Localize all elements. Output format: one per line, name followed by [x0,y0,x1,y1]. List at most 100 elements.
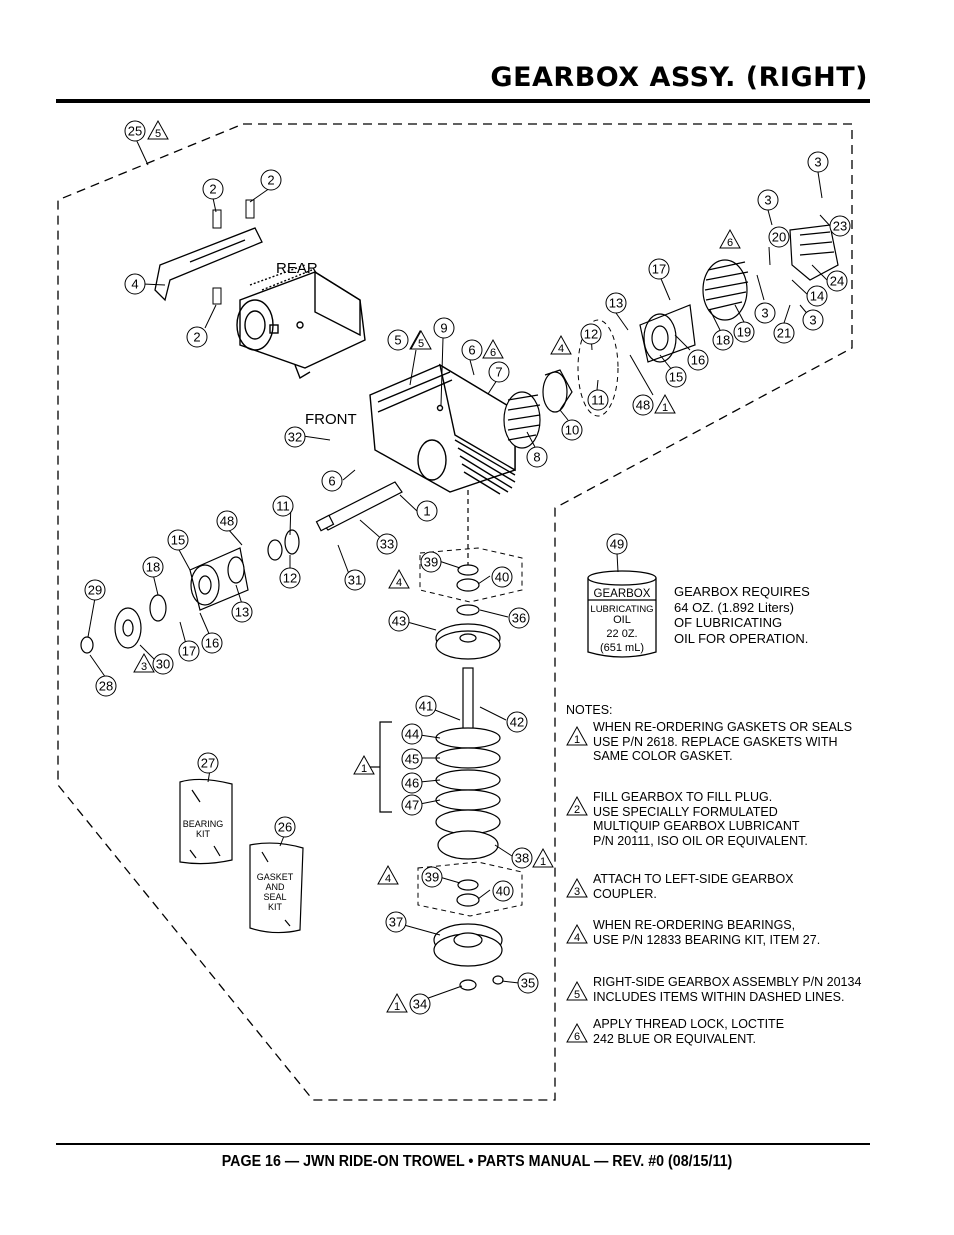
callout-36-label: 36 [512,611,526,626]
callout-39-circle [420,551,442,573]
cooling-fan [702,259,749,321]
footer-rule [56,1143,870,1145]
callout-12-label: 12 [283,571,297,586]
svg-text:GASKET: GASKET [257,872,294,882]
note-triangle-4-label: 4 [558,343,564,355]
callout-1-circle [416,500,438,522]
group-outline-39-40-bottom [417,861,523,917]
callout-26-label: 26 [278,820,292,835]
note-triangle-1-label: 1 [394,1001,400,1013]
callout-40-label: 40 [495,570,509,585]
callout-48-label: 48 [636,398,650,413]
callout-19-label: 19 [737,325,751,340]
callout-34-circle [409,993,431,1015]
callout-15-circle [665,366,687,388]
notes-section: NOTES: [566,703,886,722]
vertical-gear-assembly [433,490,504,991]
callout-27-circle [197,752,219,774]
callout-31-circle [344,569,366,591]
callout-48-circle [216,510,238,532]
callout-35-label: 35 [521,976,535,991]
note-2-triangle-icon: 2 [566,796,588,816]
callout-2-label: 2 [267,173,274,188]
leader-lines [87,136,833,1002]
callout-3-label: 3 [814,155,821,170]
callout-17-label: 17 [652,262,666,277]
callout-12-label: 12 [584,327,598,342]
kit-labels: BEARING KIT GASKET AND SEAL KIT [183,819,294,912]
note-triangle-4 [388,568,410,589]
callout-3-label: 3 [809,313,816,328]
callout-2-label: 2 [209,182,216,197]
note-triangle-5 [147,119,169,140]
page-title: GEARBOX ASSY. (RIGHT) [490,62,868,93]
callout-39-label: 39 [425,870,439,885]
callout-33-circle [376,533,398,555]
note-triangle-1-label: 1 [662,402,668,414]
note-triangle-marks: 1111234445566 [133,119,741,1013]
callout-7-label: 7 [495,365,502,380]
callout-14-circle [806,285,828,307]
callout-1-label: 1 [423,504,430,519]
callout-5-label: 5 [394,333,401,348]
note-1-text: WHEN RE-ORDERING GASKETS OR SEALS USE P/… [593,720,853,763]
oil-can-line2: LUBRICATING [590,604,653,615]
callout-7-circle [488,361,510,383]
callout-3-circle [802,309,824,331]
gasket-kit-bag [249,842,304,934]
note-triangle-3-label: 3 [141,661,147,673]
callout-42-label: 42 [510,715,524,730]
callout-30-label: 30 [156,657,170,672]
callout-18-label: 18 [716,333,730,348]
page-footer: PAGE 16 — JWN RIDE-ON TROWEL • PARTS MAN… [221,1153,733,1170]
callout-4-circle [124,273,146,295]
note-triangle-6-label: 6 [727,237,733,249]
callout-19-circle [733,321,755,343]
callout-24-label: 24 [830,274,844,289]
svg-text:SEAL: SEAL [263,892,286,902]
callout-39-label: 39 [424,555,438,570]
callout-32-label: 32 [288,430,302,445]
callout-11-label: 11 [591,393,605,408]
svg-text:3: 3 [574,886,580,898]
callout-16-circle [201,632,223,654]
callout-16-label: 16 [205,636,219,651]
callout-41-circle [415,695,437,717]
callout-28-label: 28 [99,679,113,694]
svg-text:KIT: KIT [268,902,283,912]
svg-text:2: 2 [574,804,580,816]
svg-text:4: 4 [574,932,580,944]
oil-can-line5: (651 mL) [600,642,644,654]
callout-35-circle [517,972,539,994]
right-end-cover [639,304,696,363]
input-shaft [315,481,403,532]
title-rule [56,99,870,103]
callout-49-circle [606,533,628,555]
note-triangle-6-label: 6 [490,347,496,359]
callout-48-circle [632,394,654,416]
note-4-triangle-icon: 4 [566,924,588,944]
note-triangle-5-label: 5 [155,128,161,140]
callout-13-circle [231,601,253,623]
coupler-sleeve [542,369,573,413]
callout-21-circle [773,322,795,344]
note-triangle-4-label: 4 [385,873,391,885]
callout-15-label: 15 [669,370,683,385]
callout-20-label: 20 [772,230,786,245]
front-label: FRONT [305,411,357,428]
fan-shroud [789,224,839,281]
callout-47-circle [401,794,423,816]
callout-13-circle [605,292,627,314]
callout-11-label: 11 [276,499,290,514]
note-triangle-4-label: 4 [396,577,402,589]
callout-3-circle [757,189,779,211]
callout-40-label: 40 [496,884,510,899]
callout-15-label: 15 [171,533,185,548]
callout-10-label: 10 [565,423,579,438]
callout-45-label: 45 [405,752,419,767]
callout-18-circle [712,329,734,351]
note-triangle-1 [654,393,676,414]
callout-12-circle [580,323,602,345]
callout-29-label: 29 [88,583,102,598]
